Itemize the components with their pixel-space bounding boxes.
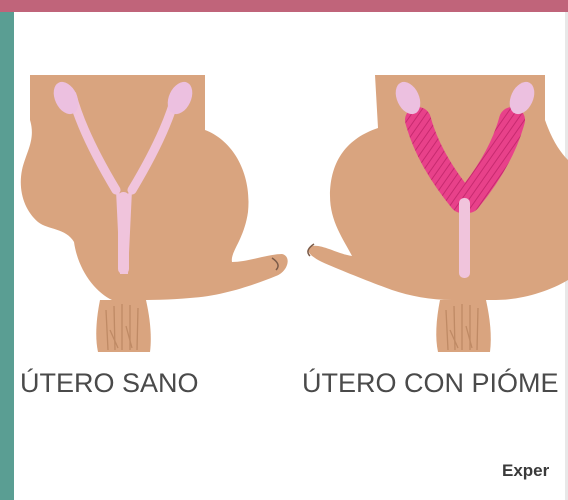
healthy-tail-fur (105, 304, 139, 351)
pyometra-tail (436, 300, 491, 352)
source-credit: Exper (502, 461, 550, 480)
top-accent-bar (0, 0, 568, 12)
healthy-figure (20, 75, 288, 352)
left-accent-bar (0, 12, 14, 500)
pyometra-uterus (405, 107, 525, 278)
pyometra-ovary-left (395, 81, 421, 115)
pyometra-paw-line (307, 243, 315, 257)
healthy-ovary-left (53, 81, 79, 115)
pyometra-tail-fur (445, 304, 479, 351)
pyometra-ovary-right (509, 81, 535, 115)
pyometra-figure (307, 75, 568, 352)
healthy-uterus-label: ÚTERO SANO (20, 368, 199, 398)
healthy-paw-line (271, 257, 279, 271)
healthy-ovary-right (167, 81, 193, 115)
pyometra-uterus-label: ÚTERO CON PIÓME (302, 368, 559, 398)
healthy-tail (96, 300, 151, 352)
